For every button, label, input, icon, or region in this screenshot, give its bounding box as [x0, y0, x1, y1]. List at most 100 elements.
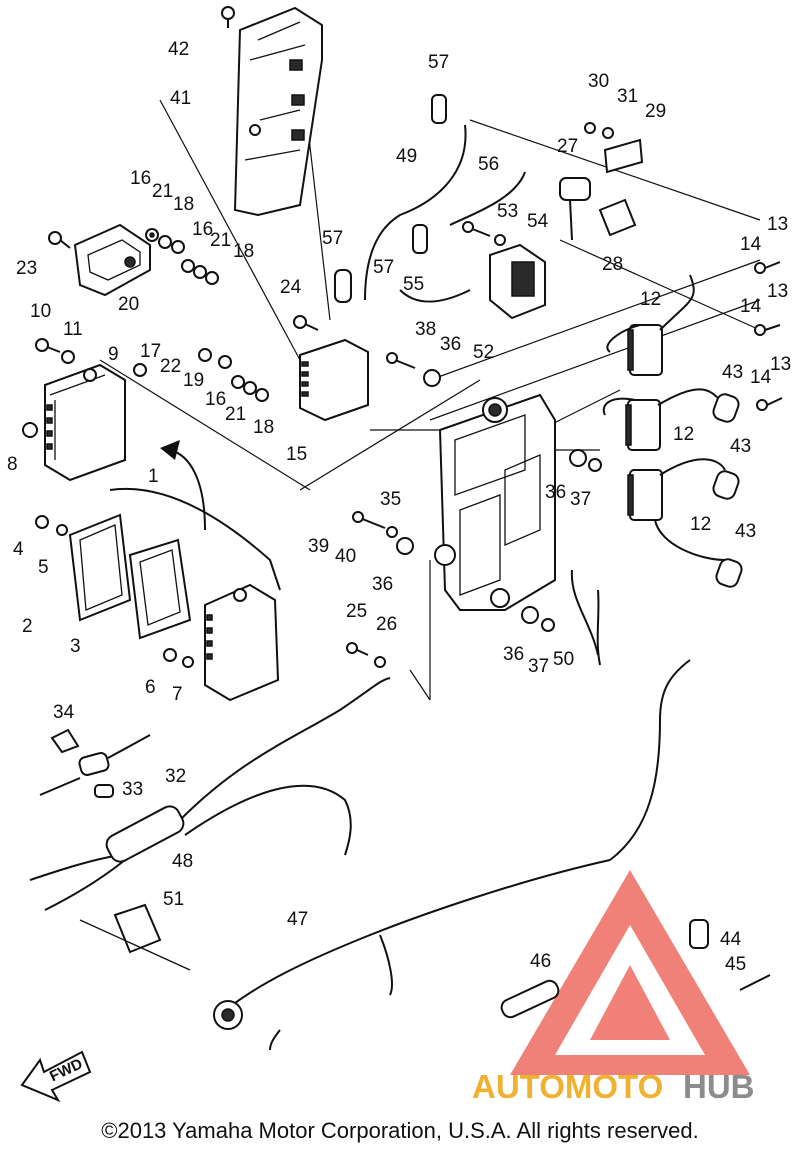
cdi-unit-part[interactable]: [44, 363, 126, 482]
sleeve-46[interactable]: [499, 978, 561, 1020]
callout-1: 1: [148, 466, 159, 487]
callout-4: 4: [13, 539, 24, 560]
cable-56[interactable]: [449, 171, 526, 226]
callout-10: 10: [30, 301, 51, 322]
bolt-38[interactable]: [386, 352, 416, 369]
collar-36d[interactable]: [521, 606, 539, 624]
grommet-8[interactable]: [22, 422, 38, 438]
washers-upper[interactable]: [145, 228, 219, 285]
callout-12b: 12: [673, 424, 694, 445]
callout-32: 32: [165, 766, 186, 787]
washers-mid[interactable]: [198, 348, 269, 402]
collar-36a[interactable]: [423, 369, 441, 387]
plug-cap-57b[interactable]: [334, 269, 352, 303]
bolt-4[interactable]: [35, 515, 49, 529]
fwd-arrow-icon: FWD: [20, 1050, 92, 1103]
callout-9: 9: [108, 344, 119, 365]
bolt-53[interactable]: [462, 221, 491, 237]
sensor-32[interactable]: [39, 734, 151, 796]
wire-harness-48[interactable]: [29, 677, 391, 911]
cable-55[interactable]: [399, 289, 471, 303]
callout-43c: 43: [735, 521, 756, 542]
washer-11[interactable]: [61, 350, 75, 364]
callout-45: 45: [725, 954, 746, 975]
junction-box-52[interactable]: [489, 243, 546, 320]
ignition-coil-1[interactable]: [606, 274, 695, 376]
bracket-29[interactable]: [603, 138, 644, 174]
clamp-51[interactable]: [79, 903, 191, 971]
mounting-plate-part[interactable]: [434, 393, 556, 611]
cable-49[interactable]: [364, 124, 467, 301]
callout-26: 26: [376, 614, 397, 635]
ignition-coil-2[interactable]: [602, 388, 721, 451]
grommet-9[interactable]: [133, 363, 147, 377]
upper-cover-part[interactable]: [233, 6, 323, 217]
washer-31[interactable]: [602, 127, 614, 139]
callout-48: 48: [172, 851, 193, 872]
washer-37a[interactable]: [588, 458, 602, 472]
callout-36c: 36: [372, 574, 393, 595]
callout-18c: 18: [253, 417, 274, 438]
washer-26[interactable]: [374, 656, 386, 668]
relay-27[interactable]: [559, 177, 591, 241]
bracket-part[interactable]: [73, 223, 151, 297]
callout-41: 41: [170, 88, 191, 109]
gasket-2[interactable]: [68, 513, 132, 622]
clamp-28[interactable]: [598, 198, 637, 237]
plug-33[interactable]: [94, 784, 114, 798]
gasket-3[interactable]: [128, 538, 192, 640]
bolt-10[interactable]: [35, 338, 61, 353]
arrow-head-icon: [160, 440, 180, 460]
callout-12a: 12: [640, 289, 661, 310]
watermark-text: AUTOMOTO HUB: [472, 1068, 755, 1105]
bolt-30[interactable]: [584, 122, 596, 134]
washer-37b[interactable]: [541, 618, 555, 632]
bolt-25[interactable]: [346, 642, 369, 656]
callout-6: 6: [145, 677, 156, 698]
bolt-39[interactable]: [352, 511, 386, 529]
washer-5[interactable]: [56, 524, 68, 536]
bolt-24[interactable]: [293, 315, 319, 331]
washer-54[interactable]: [494, 234, 506, 246]
washer-7[interactable]: [182, 656, 194, 668]
bolts-13-14[interactable]: [754, 261, 783, 411]
callout-12c: 12: [690, 514, 711, 535]
main-harness-47[interactable]: [213, 659, 691, 1051]
callout-35: 35: [380, 489, 401, 510]
grommet-6[interactable]: [163, 648, 177, 662]
callout-46: 46: [530, 951, 551, 972]
callout-42: 42: [168, 39, 189, 60]
watermark-word-b: HUB: [683, 1068, 755, 1105]
sensor-44[interactable]: [689, 919, 709, 949]
callout-21c: 21: [225, 404, 246, 425]
callout-21b: 21: [210, 230, 231, 251]
callout-18a: 18: [173, 194, 194, 215]
callout-2: 2: [22, 616, 33, 637]
callout-21a: 21: [152, 181, 173, 202]
holder-34[interactable]: [50, 728, 80, 754]
callout-7: 7: [172, 684, 183, 705]
callout-36b: 36: [545, 482, 566, 503]
washer-40[interactable]: [386, 526, 398, 538]
ignition-coil-3[interactable]: [627, 458, 726, 561]
cdi-unit-lower-part[interactable]: [204, 583, 280, 702]
collar-36b[interactable]: [569, 449, 587, 467]
plug-cap-57a[interactable]: [431, 94, 447, 124]
plug-cap-57c[interactable]: [412, 224, 428, 254]
bolt-45[interactable]: [739, 974, 771, 991]
rectifier-part[interactable]: [299, 338, 369, 422]
bolt-23[interactable]: [48, 231, 71, 249]
callout-57b: 57: [322, 228, 343, 249]
callout-16c: 16: [205, 389, 226, 410]
callout-16a: 16: [130, 168, 151, 189]
callout-50: 50: [553, 649, 574, 670]
collar-36c[interactable]: [396, 537, 414, 555]
callout-20: 20: [118, 294, 139, 315]
callout-18b: 18: [233, 241, 254, 262]
ground-wire-50[interactable]: [570, 569, 599, 656]
plug-caps-43[interactable]: [711, 392, 744, 589]
callout-27: 27: [557, 136, 578, 157]
callout-43b: 43: [730, 436, 751, 457]
bolt-42[interactable]: [221, 6, 235, 28]
